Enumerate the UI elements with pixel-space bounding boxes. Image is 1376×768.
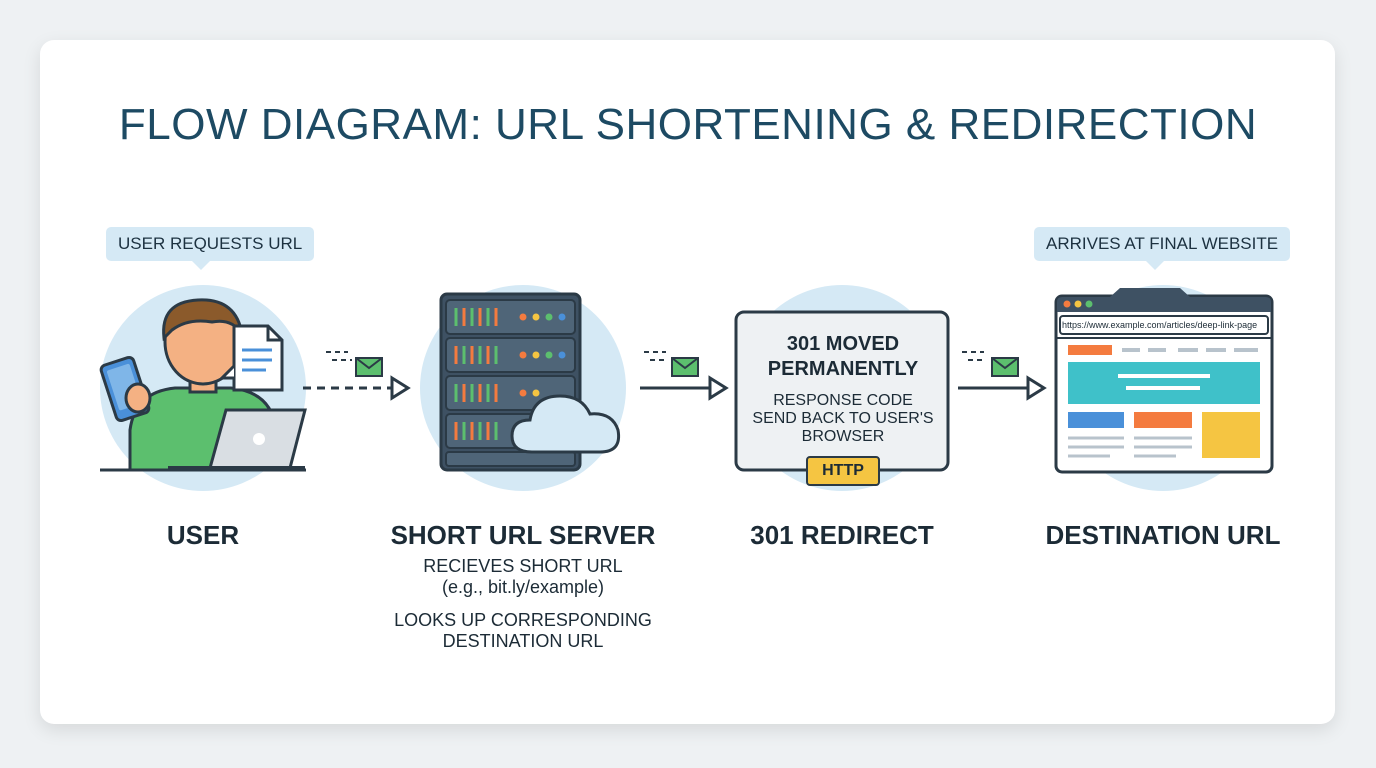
laptop-icon <box>100 408 307 472</box>
server-description-lookup: LOOKS UP CORRESPONDING DESTINATION URL <box>373 610 673 652</box>
arrives-bubble: ARRIVES AT FINAL WEBSITE <box>1034 227 1291 270</box>
document-icon <box>218 324 284 392</box>
redirect-box-title-line: PERMANENTLY <box>767 358 919 380</box>
arrow-icon <box>303 351 411 401</box>
redirect-box-title: 301 MOVED PERMANENTLY <box>738 332 948 382</box>
browser-url-bar: https://www.example.com/articles/deep-li… <box>1062 320 1258 330</box>
desc-line: RECIEVES SHORT URL <box>423 556 623 576</box>
desc-line: (e.g., bit.ly/example) <box>441 577 605 597</box>
browser-icon <box>1054 288 1274 474</box>
redirect-box-sub-line: BROWSER <box>801 428 885 445</box>
redirect-box-sub-line: SEND BACK TO USER'S <box>752 410 934 427</box>
page-title: FLOW DIAGRAM: URL SHORTENING & REDIRECTI… <box>118 100 1258 149</box>
envelope-icon <box>991 357 1019 377</box>
user-requests-bubble: USER REQUESTS URL <box>106 227 315 270</box>
cloud-icon <box>510 394 621 454</box>
phone-icon <box>99 355 152 423</box>
server-description-receive: RECIEVES SHORT URL (e.g., bit.ly/example… <box>373 556 673 598</box>
desc-line: DESTINATION URL <box>442 631 604 651</box>
arrow-icon <box>640 351 729 401</box>
redirect-box-sub-line: RESPONSE CODE <box>773 392 913 409</box>
envelope-icon <box>671 357 699 377</box>
redirect-box-title-line: 301 MOVED <box>786 333 900 355</box>
desc-line: LOOKS UP CORRESPONDING <box>394 610 652 630</box>
envelope-icon <box>355 357 383 377</box>
user-label: USER <box>166 520 240 550</box>
redirect-label: 301 REDIRECT <box>750 520 934 550</box>
http-badge: HTTP <box>806 456 880 486</box>
redirect-box-subtitle: RESPONSE CODE SEND BACK TO USER'S BROWSE… <box>738 392 948 446</box>
destination-label: DESTINATION URL <box>1045 520 1281 550</box>
arrow-icon <box>958 351 1047 401</box>
server-label: SHORT URL SERVER <box>390 520 656 550</box>
